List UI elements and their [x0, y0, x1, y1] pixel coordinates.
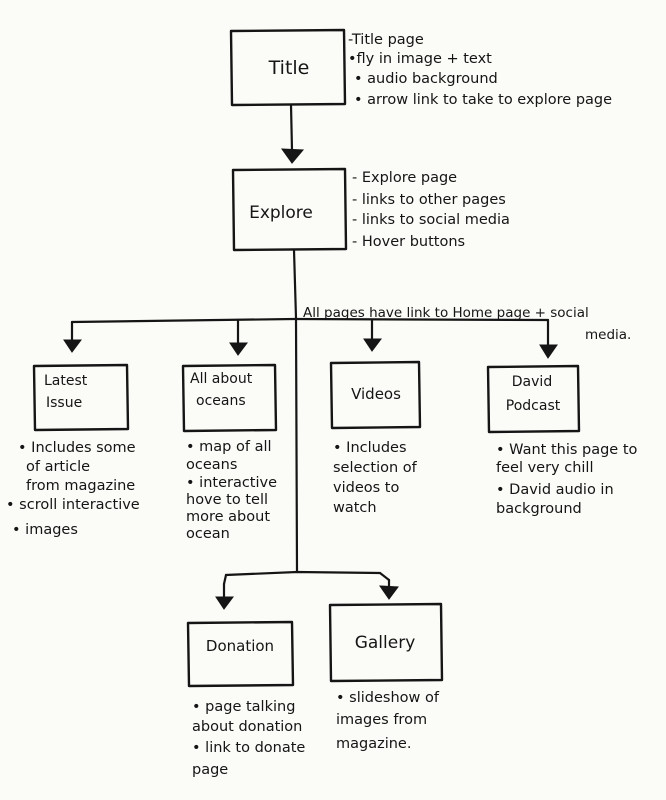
latest-issue-label-line-1: Latest — [44, 373, 88, 389]
note-line: • interactive — [186, 475, 277, 491]
note-line: about donation — [192, 719, 302, 735]
note-line: videos to — [333, 480, 399, 496]
note-line: watch — [333, 500, 377, 516]
note-line: • Includes some — [18, 440, 136, 456]
note-line: of article — [26, 459, 90, 475]
oceans-label-line-1: All about — [190, 371, 253, 387]
all-about-oceans-box — [181, 363, 278, 433]
bottom-branch-line — [222, 570, 391, 586]
note-line: page — [192, 762, 228, 778]
note-line: • slideshow of — [336, 690, 440, 706]
note-line: • images — [12, 522, 78, 538]
donation-box — [186, 620, 295, 688]
videos-box — [329, 360, 422, 430]
videos-label: Videos — [351, 385, 401, 403]
note-line: from magazine — [26, 478, 135, 494]
note-line: background — [496, 501, 582, 517]
note-line: •fly in image + text — [348, 51, 492, 67]
title-to-explore-line — [289, 103, 294, 152]
arrowhead-podcast — [539, 344, 558, 359]
explore-label: Explore — [249, 203, 313, 223]
explore-notes: - Explore page - links to other pages - … — [352, 170, 510, 250]
note-line: -Title page — [348, 32, 424, 48]
note-line: - Hover buttons — [352, 234, 465, 250]
connector-note: All pages have link to Home page + socia… — [303, 305, 631, 343]
donation-label: Donation — [206, 637, 274, 655]
arrowhead-videos — [363, 338, 382, 352]
note-line: - links to other pages — [352, 192, 506, 208]
oceans-label-line-2: oceans — [196, 393, 246, 409]
title-label: Title — [268, 57, 310, 79]
note-line: magazine. — [336, 736, 411, 752]
top-branch-line — [70, 317, 550, 324]
donation-notes: • page talking about donation • link to … — [192, 699, 305, 778]
connector-note-line-2: media. — [585, 327, 631, 343]
note-line: • link to donate — [192, 740, 305, 756]
note-line: hove to tell — [186, 492, 268, 508]
oceans-notes: • map of all oceans • interactive hove t… — [186, 439, 277, 542]
note-line: • audio background — [354, 71, 498, 87]
podcast-notes: • Want this page to feel very chill • Da… — [496, 442, 638, 517]
note-line: • map of all — [186, 439, 272, 455]
note-line: selection of — [333, 460, 418, 476]
connector-note-line-1: All pages have link to Home page + socia… — [303, 305, 589, 321]
podcast-label-line-2: Podcast — [506, 398, 561, 414]
videos-notes: • Includes selection of videos to watch — [333, 440, 418, 516]
explore-trunk-line — [292, 248, 299, 574]
note-line: oceans — [186, 457, 237, 473]
title-box — [229, 28, 347, 107]
note-line: more about — [186, 509, 270, 525]
gallery-box — [328, 602, 444, 683]
gallery-label: Gallery — [355, 633, 416, 653]
arrowhead-oceans — [229, 342, 248, 356]
title-to-explore-arrowhead — [280, 148, 305, 164]
note-line: - Explore page — [352, 170, 457, 186]
note-line: feel very chill — [496, 460, 594, 476]
latest-issue-box — [32, 363, 130, 432]
note-line: • Includes — [333, 440, 407, 456]
note-line: • David audio in — [496, 482, 614, 498]
note-line: • page talking — [192, 699, 295, 715]
note-line: • Want this page to — [496, 442, 638, 458]
arrowhead-gallery — [379, 585, 399, 600]
david-podcast-box — [486, 364, 581, 434]
latest-issue-notes: • Includes some of article from magazine… — [6, 440, 140, 538]
note-line: - links to social media — [352, 212, 510, 228]
note-line: images from — [336, 712, 427, 728]
note-line: • arrow link to take to explore page — [354, 92, 612, 108]
arrowhead-latest — [63, 339, 82, 353]
note-line: ocean — [186, 526, 230, 542]
note-line: • scroll interactive — [6, 497, 140, 513]
explore-box — [231, 167, 348, 252]
arrowhead-donation — [215, 596, 234, 610]
podcast-label-line-1: David — [512, 374, 552, 390]
gallery-notes: • slideshow of images from magazine. — [336, 690, 440, 752]
title-notes: -Title page •fly in image + text • audio… — [348, 32, 612, 108]
latest-issue-label-line-2: Issue — [46, 395, 82, 411]
